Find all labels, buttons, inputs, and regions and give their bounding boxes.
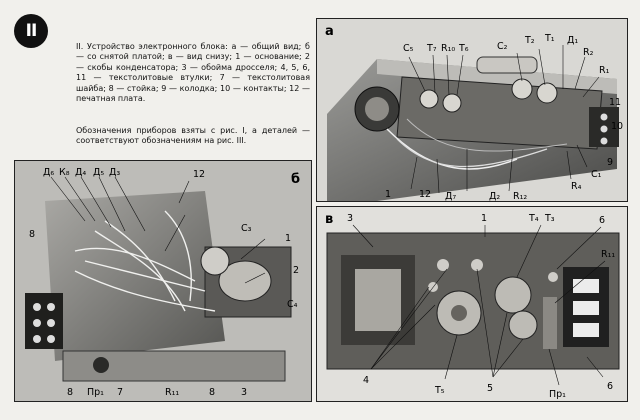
base-plate [45, 191, 225, 361]
label-d4: Д₄ [75, 167, 86, 178]
label-r11: R₁₁ [165, 387, 179, 398]
label-t4: T₄ [528, 213, 539, 224]
label-c3: C₃ [241, 223, 252, 234]
label-d7: Д₇ [445, 191, 456, 201]
label-3: 3 [241, 387, 247, 398]
label-t5: T₅ [434, 385, 445, 396]
label-pr1: Пр₁ [549, 389, 566, 400]
photo-a-illustration: а C₅ T₇ R₁₀ T₆ C₂ T₂ T₁ Д₁ R₂ R₁ 11 10 9… [317, 19, 627, 201]
label-c4: C₄ [287, 299, 298, 310]
label-5: 5 [487, 383, 493, 394]
label-d6: Д₆ [43, 167, 54, 178]
label-r1: R₁ [599, 65, 610, 76]
label-9: 9 [607, 157, 613, 168]
label-t3: T₃ [544, 213, 555, 224]
label-8-bottom: 8 [67, 387, 73, 398]
photo-general-view: а C₅ T₇ R₁₀ T₆ C₂ T₂ T₁ Д₁ R₂ R₁ 11 10 9… [316, 18, 628, 202]
capacitor-c2 [476, 56, 538, 74]
label-d5: Д₅ [93, 167, 104, 178]
figure-caption-note: Обозначения приборов взяты с рис. I, а д… [76, 126, 310, 146]
photo-bottom-view: в 3 1 T₄ T₃ 6 R₁₁ 4 T₅ 5 Пр₁ 6 [316, 206, 628, 402]
figure-number-badge: II [14, 14, 48, 48]
label-t6: T₆ [458, 43, 469, 54]
photo-v-illustration: в 3 1 T₄ T₃ 6 R₁₁ 4 T₅ 5 Пр₁ 6 [317, 207, 627, 401]
label-3: 3 [347, 213, 353, 224]
label-d2: Д₂ [489, 191, 500, 201]
label-4: 4 [363, 375, 369, 386]
photo-board-removed: б Д₆ К₈ Д₄ Д₅ Д₃ 12 8 C₃ 1 2 C₄ 8 Пр₁ 7 … [14, 160, 312, 402]
label-t2: T₂ [524, 35, 535, 46]
label-r2: R₂ [583, 47, 594, 58]
label-6-top: 6 [599, 215, 605, 226]
label-r12: R₁₂ [513, 191, 527, 201]
transistor-t3 [508, 310, 538, 340]
label-c5: C₅ [403, 43, 414, 54]
label-2: 2 [293, 265, 299, 276]
panel-letter-v: в [325, 212, 333, 227]
label-12: 12 [193, 169, 205, 180]
caption-block: II II. Устройство электронного блока: а … [14, 14, 310, 154]
capacitor-c3 [200, 246, 230, 276]
label-1: 1 [285, 233, 291, 244]
label-11: 11 [609, 97, 621, 108]
label-6-bottom: 6 [607, 381, 613, 392]
label-d3: Д₃ [109, 167, 120, 178]
label-r11: R₁₁ [601, 249, 615, 260]
panel-letter-a: а [325, 24, 334, 39]
label-c2: C₂ [497, 41, 508, 52]
label-pr1: Пр₁ [87, 387, 104, 398]
label-r10: R₁₀ [441, 43, 455, 54]
label-t7: T₇ [426, 43, 437, 54]
label-k8: К₈ [59, 167, 70, 178]
label-12: 12 [419, 189, 431, 200]
figure-caption: II. Устройство электронного блока: а — о… [76, 42, 310, 104]
label-1: 1 [481, 213, 487, 224]
label-d1: Д₁ [567, 35, 578, 46]
panel-letter-b: б [291, 172, 300, 187]
label-c1: C₁ [591, 169, 602, 180]
transistor-t4 [494, 276, 532, 314]
label-8-left: 8 [29, 229, 35, 240]
label-10: 10 [611, 121, 623, 132]
label-8-right: 8 [209, 387, 215, 398]
photo-b-illustration: б Д₆ К₈ Д₄ Д₅ Д₃ 12 8 C₃ 1 2 C₄ 8 Пр₁ 7 … [15, 161, 311, 401]
label-t1: T₁ [544, 33, 555, 44]
label-1: 1 [385, 189, 391, 200]
label-7: 7 [117, 387, 123, 398]
label-r4: R₄ [571, 181, 582, 192]
